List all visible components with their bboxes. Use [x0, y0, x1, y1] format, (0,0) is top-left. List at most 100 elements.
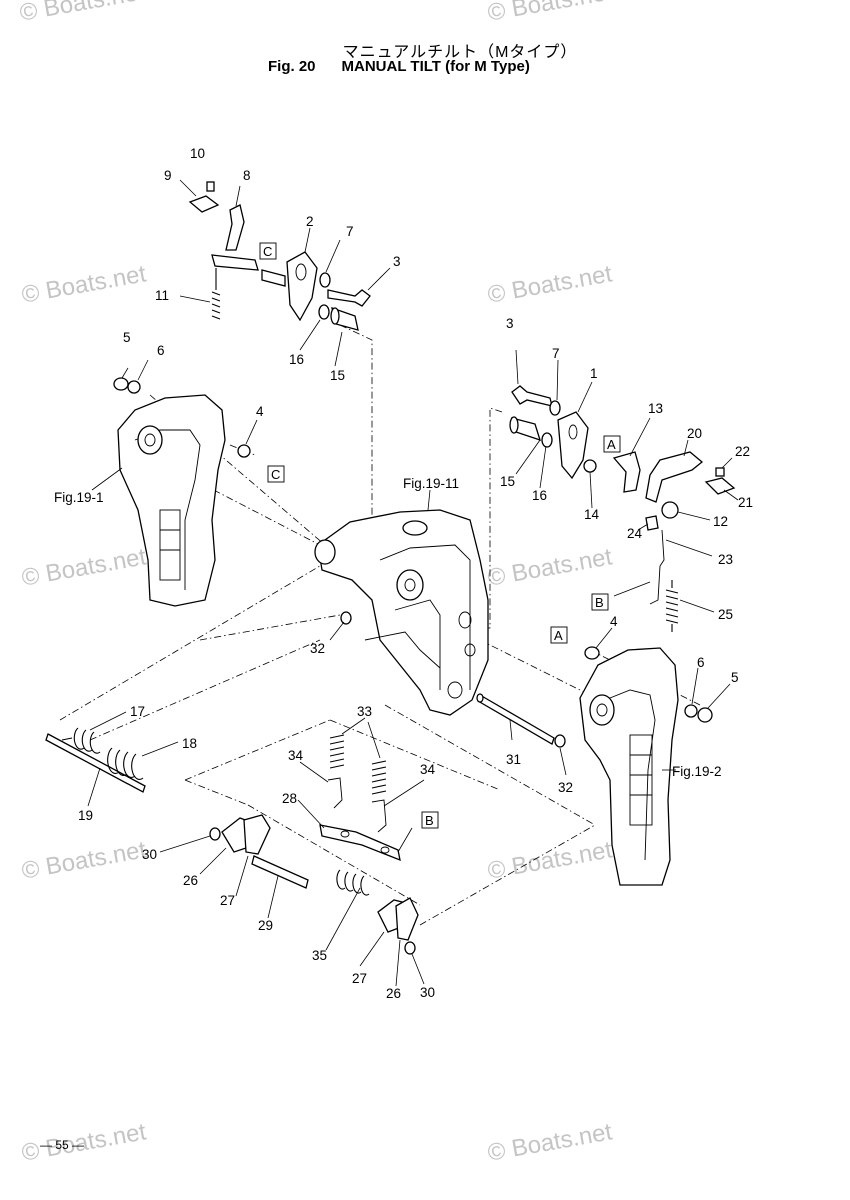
box-marker-a-right-top: A	[603, 435, 621, 453]
part-7-washer	[319, 272, 331, 288]
callout-7: 7	[346, 224, 354, 239]
svg-text:C: C	[271, 467, 280, 482]
part-1-bracket	[557, 411, 589, 480]
callout-5: 5	[731, 670, 739, 685]
part-27-block-left	[243, 814, 271, 855]
callout-25: 25	[718, 607, 733, 622]
box-marker-c-top: C	[259, 242, 277, 260]
part-4-washer-left	[237, 444, 251, 458]
callout-6: 6	[697, 655, 705, 670]
svg-text:C: C	[263, 244, 272, 259]
callout-8: 8	[243, 168, 251, 183]
part-29-shaft	[251, 855, 309, 889]
callout-26: 26	[386, 986, 401, 1001]
svg-text:B: B	[595, 595, 604, 610]
callout-15: 15	[500, 474, 515, 489]
part-34-rod-right	[371, 799, 387, 833]
center-swivel-bracket	[314, 509, 489, 716]
callout-27: 27	[352, 971, 367, 986]
part-9-plate	[188, 195, 220, 213]
part-6-washer-left	[127, 380, 141, 394]
part-15-collar-top	[330, 306, 359, 331]
figure-reference-left: Fig.19-1	[54, 490, 104, 505]
callout-34: 34	[420, 762, 436, 777]
box-marker-b-right: B	[591, 593, 609, 611]
callout-20: 20	[687, 426, 702, 441]
callout-4: 4	[610, 614, 618, 629]
callout-34: 34	[288, 748, 304, 763]
svg-text:B: B	[425, 813, 434, 828]
part-12-nut	[661, 501, 679, 519]
box-marker-b-bottom: B	[421, 811, 439, 829]
part-17-spring	[61, 727, 101, 754]
part-14-washer	[583, 459, 597, 473]
part-11-spring	[211, 268, 221, 320]
page-number: — 55 —	[40, 1138, 85, 1152]
part-30-nut-left	[209, 827, 221, 841]
figure-reference-center: Fig.19-11	[403, 476, 459, 491]
title-japanese: マニュアルチルト（Mタイプ）	[342, 44, 578, 61]
callout-13: 13	[648, 401, 663, 416]
callout-labels: 10 9 8 2 7 3 11 16 15 5 6 4 3 7 1 13 20 …	[78, 146, 753, 1001]
callout-18: 18	[182, 736, 197, 751]
part-33-spring-left	[329, 734, 345, 769]
callout-19: 19	[78, 808, 93, 823]
part-5-nut-left	[113, 377, 129, 391]
part-6-washer-right	[684, 704, 698, 718]
part-16-washer-top	[318, 304, 330, 320]
part-18-spring	[107, 747, 144, 780]
part-31-tilt-pin	[476, 693, 555, 745]
callout-7: 7	[552, 346, 560, 361]
callout-29: 29	[258, 918, 273, 933]
part-c-rod	[261, 269, 286, 287]
part-26-plate-right	[395, 897, 419, 941]
part-8-lever	[211, 204, 259, 271]
part-28-plate	[319, 824, 401, 862]
left-stern-bracket	[117, 394, 226, 607]
callout-16: 16	[532, 488, 547, 503]
part-30-nut-right	[404, 941, 416, 955]
callout-1: 1	[590, 366, 598, 381]
callout-35: 35	[312, 948, 327, 963]
part-16-washer-right	[541, 432, 553, 448]
part-25-spring	[665, 580, 679, 632]
part-10-screw	[206, 181, 215, 192]
part-7-washer-right	[549, 400, 561, 416]
box-marker-a-right-mid: A	[550, 626, 568, 644]
callout-11: 11	[155, 288, 169, 303]
callout-30: 30	[420, 985, 435, 1000]
callout-5: 5	[123, 330, 131, 345]
callout-32: 32	[558, 780, 573, 795]
part-20-arm	[645, 451, 704, 503]
part-21-plate	[704, 477, 736, 495]
part-22-screw	[715, 467, 725, 477]
figure-title: MANUAL TILT (for M Type)	[341, 58, 530, 75]
figure-reference-right: Fig.19-2	[672, 764, 722, 779]
callout-31: 31	[506, 752, 521, 767]
callout-30: 30	[142, 847, 157, 862]
part-3-bolt-top	[327, 289, 371, 307]
part-23-rod	[649, 529, 665, 605]
right-stern-bracket	[579, 647, 679, 886]
callout-17: 17	[130, 704, 145, 719]
leader-lines	[87, 179, 739, 987]
part-4-washer-right	[584, 646, 600, 660]
callout-27: 27	[220, 893, 235, 908]
part-33-spring-right	[371, 760, 387, 795]
callout-12: 12	[713, 514, 728, 529]
callout-24: 24	[627, 526, 643, 541]
part-13-lever	[612, 451, 641, 493]
figure-label: Fig. 20	[268, 58, 316, 75]
callout-16: 16	[289, 352, 304, 367]
callout-14: 14	[584, 507, 600, 522]
svg-text:A: A	[554, 628, 563, 643]
callout-32: 32	[310, 641, 325, 656]
callout-10: 10	[190, 146, 205, 161]
part-35-spring	[336, 869, 370, 896]
callout-9: 9	[164, 168, 172, 183]
part-32-nut-center	[340, 611, 352, 625]
part-24-clip	[645, 515, 659, 531]
callout-6: 6	[157, 343, 165, 358]
